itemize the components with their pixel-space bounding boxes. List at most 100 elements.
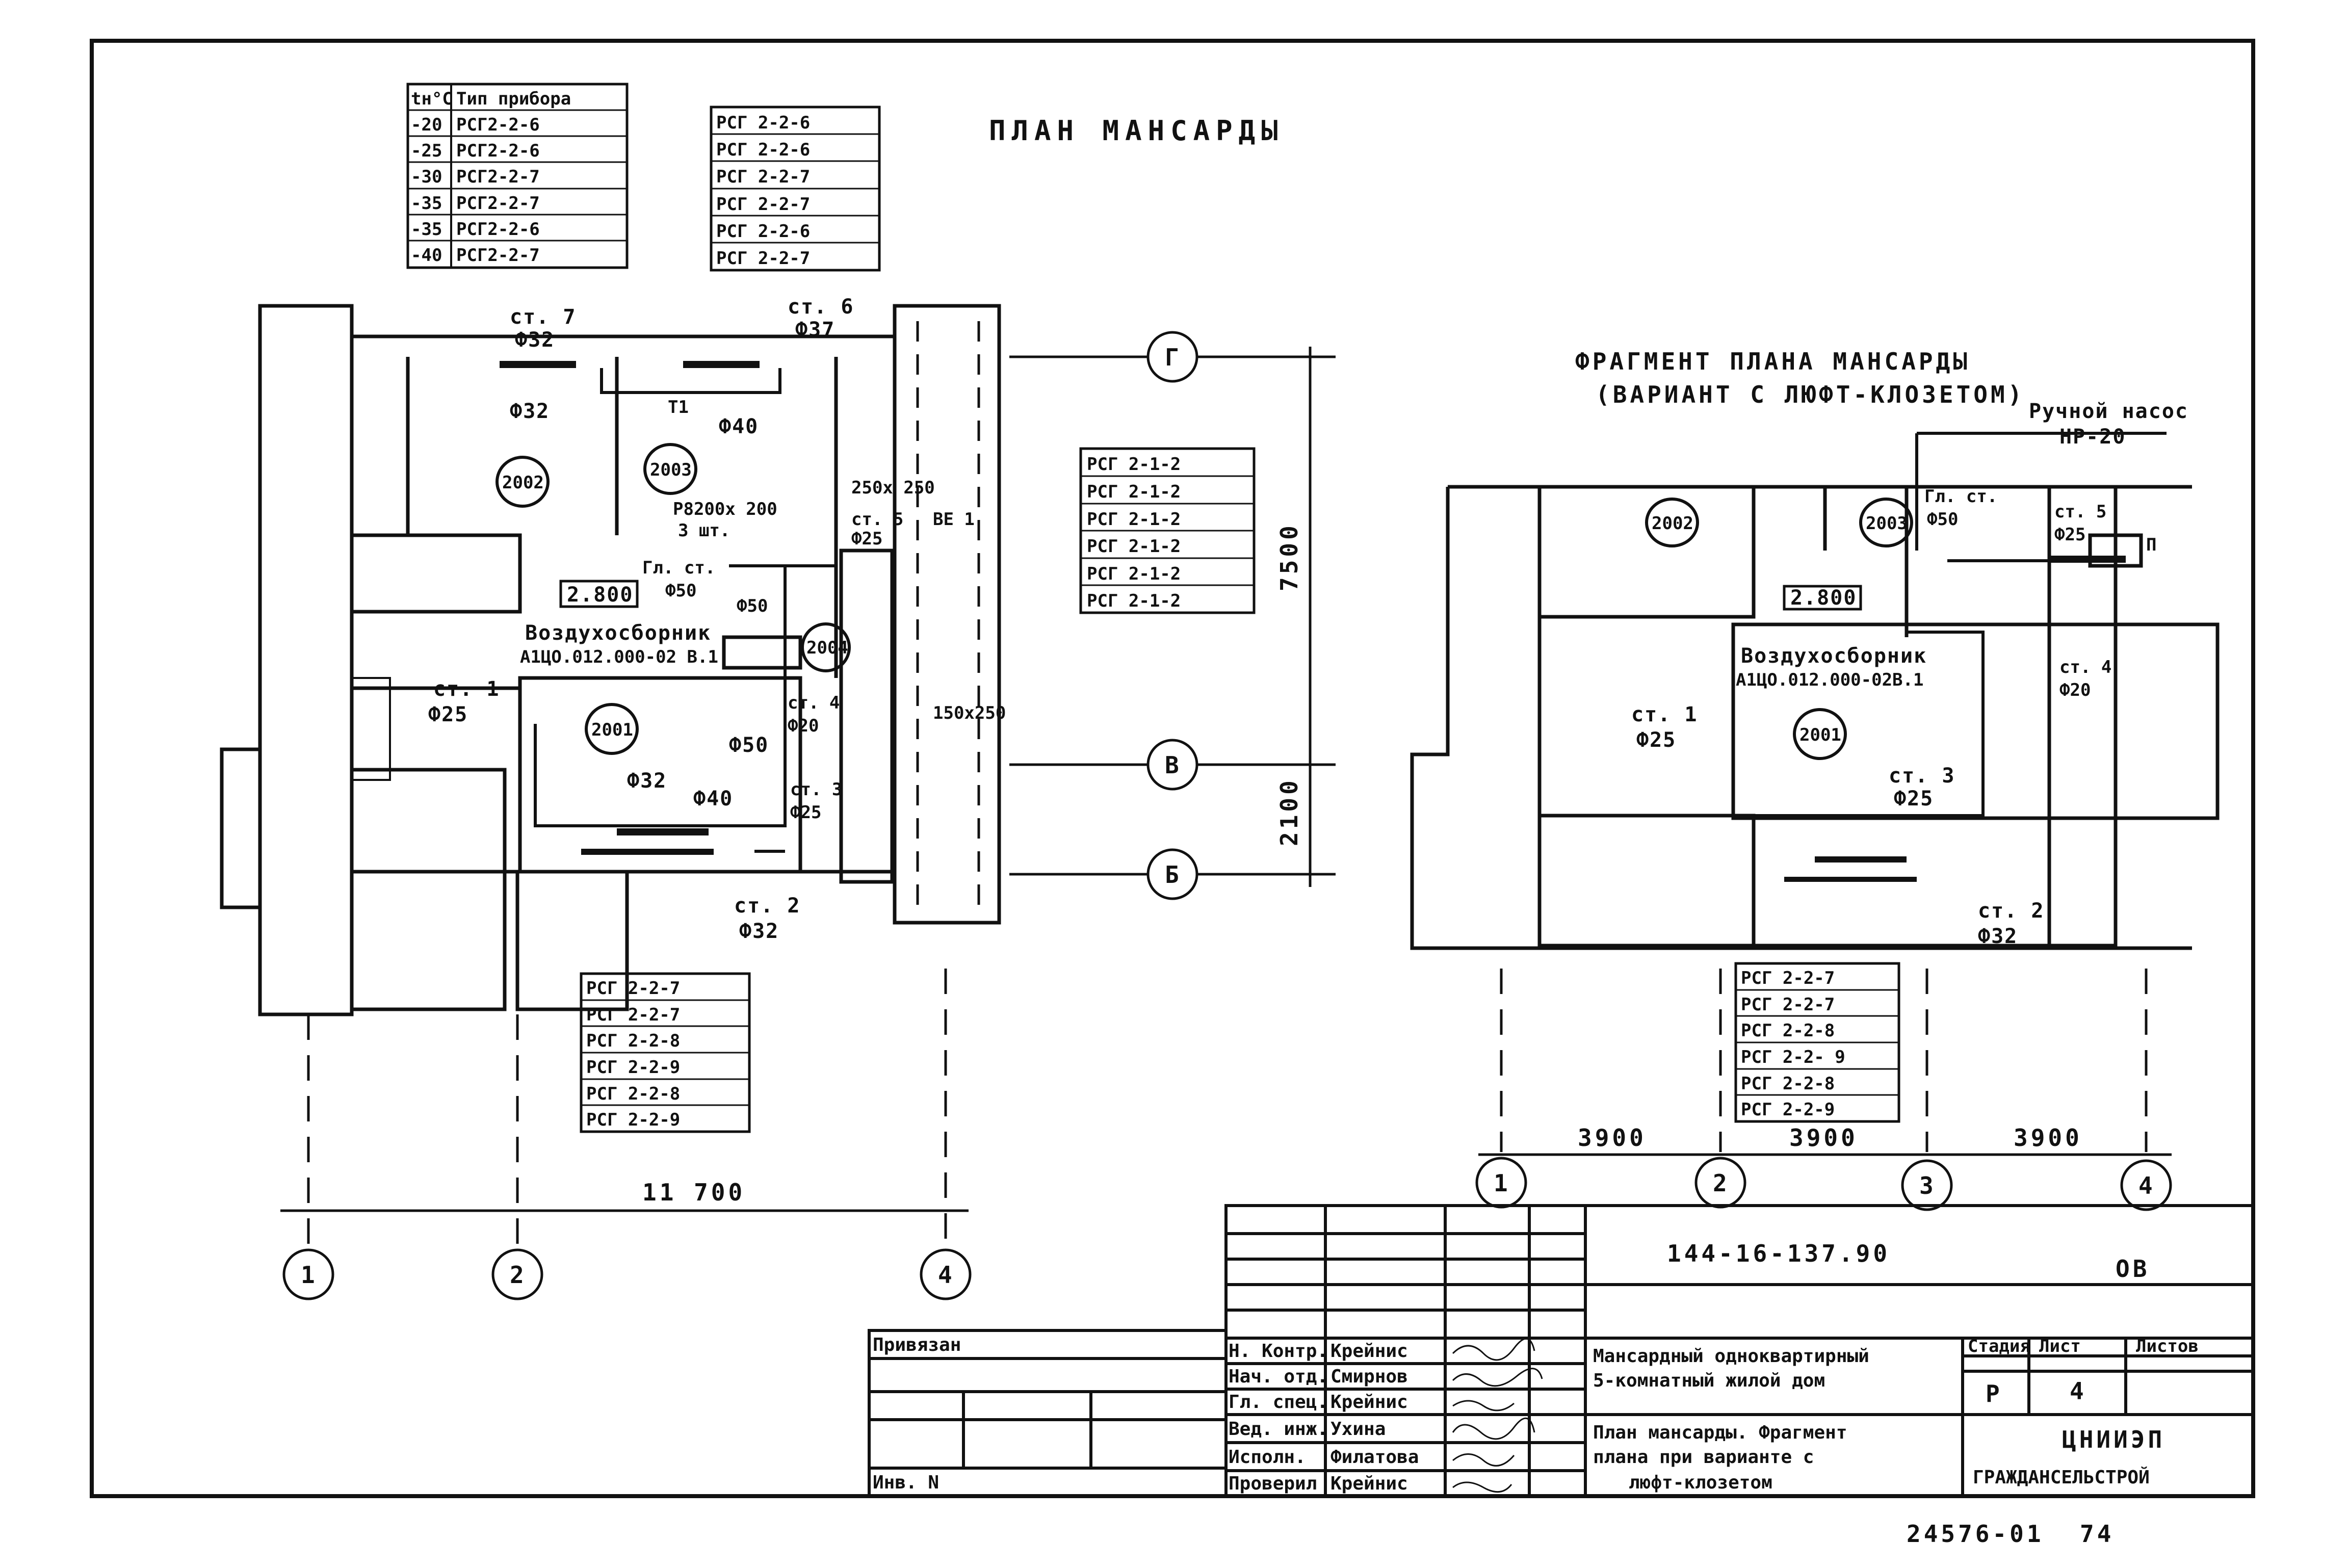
axis-letter: Г — [1165, 344, 1182, 371]
axis-number: 4 — [938, 1261, 955, 1289]
riser-2-diameter: Ф32 — [739, 920, 779, 943]
fragment-axis-number: 1 — [1494, 1169, 1511, 1197]
elevation-box — [1783, 585, 1862, 611]
fragment-riser-2: ст. 2 — [1978, 899, 2044, 923]
main-grille: Р8200х 200 — [673, 499, 777, 519]
room-bubble — [1645, 498, 1699, 547]
temp-row-3-t: -30 — [411, 167, 442, 187]
dim-horizontal: 11 700 — [642, 1179, 745, 1206]
temp-row-3-type: РСГ2-2-7 — [456, 167, 540, 187]
fragment-riser-5-diameter: Ф25 — [2054, 525, 2085, 545]
fragment-riser-5: ст. 5 — [2054, 502, 2106, 522]
device-top-row: РСГ 2-2-7 — [716, 248, 810, 269]
axis-letter: Б — [1165, 861, 1182, 888]
fragment-elevation: 2.800 — [1790, 586, 1857, 610]
riser-3: ст. 3 — [790, 779, 842, 800]
fragment-device-row: РСГ 2-2-7 — [1741, 995, 1835, 1015]
dim-vertical: 7500 — [1275, 522, 1303, 591]
device-mid-row: РСГ 2-1-2 — [1087, 536, 1181, 557]
pump-label: Ручной насос — [2029, 400, 2188, 423]
main-radiators — [500, 361, 760, 855]
device-bottom-row: РСГ 2-2-8 — [586, 1031, 680, 1051]
fragment-axis-numbers — [1475, 969, 2172, 1211]
main-piping — [534, 368, 836, 853]
fragment-riser-3: ст. 3 — [1889, 764, 1955, 788]
fragment-axis-number: 2 — [1713, 1169, 1730, 1197]
pipe-diameter: Ф40 — [693, 787, 733, 811]
fragment-dim: 3900 — [2014, 1124, 2082, 1152]
main-axis-numbers — [280, 969, 972, 1300]
role-label: Нач. отд. — [1229, 1366, 1328, 1387]
main-elevation: 2.800 — [567, 583, 633, 607]
duct-label-1: 250х 250 — [851, 478, 935, 498]
device-mid-row: РСГ 2-1-2 — [1087, 591, 1181, 611]
riser-7: ст. 7 — [510, 305, 576, 329]
temp-row-5-type: РСГ2-2-6 — [456, 219, 540, 240]
sheet-value: 4 — [2070, 1377, 2087, 1405]
pipe-diameter: Ф50 — [729, 734, 769, 757]
temp-table: tн°C Тип прибора -20 РСГ2-2-6 -25 РСГ2-2… — [406, 83, 629, 269]
sheet-title-3: люфт-клозетом — [1629, 1472, 1772, 1493]
t1-label: Т1 — [668, 397, 689, 417]
riser-4-diameter: Ф20 — [788, 716, 819, 736]
device-top-row: РСГ 2-2-6 — [716, 221, 810, 242]
organization-2: ГРАЖДАНСЕЛЬСТРОЙ — [1973, 1467, 2150, 1488]
fragment-room-2003: 2003 — [1866, 513, 1908, 534]
device-top-row: РСГ 2-2-7 — [716, 194, 810, 215]
temp-row-4-type: РСГ2-2-7 — [456, 193, 540, 214]
elevation-box — [559, 580, 639, 608]
temp-row-1-type: РСГ2-2-6 — [456, 115, 540, 135]
temp-header-t: tн°C — [411, 89, 453, 109]
axis-letter: В — [1165, 751, 1182, 779]
signer-name: Крейнис — [1330, 1473, 1408, 1494]
device-bottom-row: РСГ 2-2-8 — [586, 1084, 680, 1104]
main-riser-label: Гл. ст. — [642, 558, 715, 578]
room-2002: 2002 — [502, 473, 544, 493]
temp-row-1-t: -20 — [411, 115, 442, 135]
project-title: Мансардный одноквартирный — [1593, 1346, 1869, 1367]
footer-page: 74 — [2080, 1520, 2114, 1548]
inv-label: Инв. N — [873, 1472, 939, 1493]
fragment-radiators — [1784, 556, 2126, 882]
room-bubble — [1859, 498, 1913, 547]
fragment-device-row: РСГ 2-2- 9 — [1741, 1047, 1845, 1067]
fragment-riser-2-diameter: Ф32 — [1978, 925, 2018, 948]
role-label: Вед. инж. — [1229, 1419, 1328, 1440]
device-mid-row: РСГ 2-1-2 — [1087, 564, 1181, 584]
riser-6-diameter: Ф37 — [795, 318, 835, 342]
device-table-top: РСГ 2-2-6 РСГ 2-2-6 РСГ 2-2-7 РСГ 2-2-7 … — [710, 106, 881, 272]
riser-1: ст. 1 — [433, 677, 500, 701]
riser-7-diameter: Ф32 — [515, 328, 555, 352]
fragment-device-row: РСГ 2-2-9 — [1741, 1100, 1835, 1120]
fragment-device-row: РСГ 2-2-8 — [1741, 1021, 1835, 1041]
fragment-room-2001: 2001 — [1799, 725, 1841, 745]
temp-row-6-type: РСГ2-2-7 — [456, 245, 540, 266]
fragment-building-outline — [1410, 485, 2220, 950]
main-air-collector: Воздухосборник — [525, 621, 711, 645]
room-bubble — [585, 703, 639, 755]
fragment-piping — [1732, 432, 2167, 817]
temp-row-6-t: -40 — [411, 245, 442, 266]
sheets-header: Листов — [2136, 1336, 2199, 1356]
temp-row-2-type: РСГ2-2-6 — [456, 141, 540, 161]
privyazan-label: Привязан — [873, 1335, 961, 1355]
device-bottom-row: РСГ 2-2-9 — [586, 1057, 680, 1078]
pipe-diameter: Ф32 — [627, 769, 667, 793]
document-code: 144-16-137.90 — [1667, 1240, 1890, 1267]
fragment-axis-number: 3 — [1919, 1172, 1937, 1199]
fragment-dim: 3900 — [1578, 1124, 1647, 1152]
fragment-air-collector-code: А1ЦО.012.000-02В.1 — [1736, 670, 1923, 690]
device-mid-row: РСГ 2-1-2 — [1087, 482, 1181, 502]
temp-row-5-t: -35 — [411, 219, 442, 240]
room-bubble — [1793, 708, 1847, 760]
pipe-diameter: Ф50 — [737, 596, 768, 616]
sheet-header: Лист — [2039, 1336, 2081, 1356]
temp-header-type: Тип прибора — [456, 89, 571, 109]
footer-number: 24576-01 — [1907, 1520, 2044, 1548]
fragment-dim: 3900 — [1789, 1124, 1858, 1152]
fragment-riser-1: ст. 1 — [1631, 703, 1698, 726]
riser-3-diameter: Ф25 — [790, 802, 821, 823]
main-plan-title: ПЛАН МАНСАРДЫ — [989, 115, 1284, 147]
fragment-subtitle: (ВАРИАНТ С ЛЮФТ-КЛОЗЕТОМ) — [1596, 381, 2025, 408]
